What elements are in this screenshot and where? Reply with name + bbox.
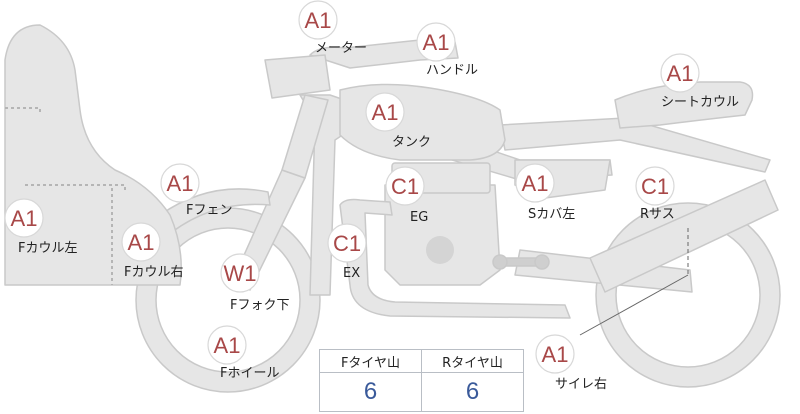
tank-label: タンク xyxy=(392,135,431,150)
f-cowl-left-badge-circle xyxy=(4,198,44,238)
r-suspension-grade: C1 xyxy=(641,174,669,199)
seat-cowl-label: シートカウル xyxy=(661,95,739,110)
exhaust-pipe xyxy=(339,198,571,319)
meter-label: メーター xyxy=(315,41,367,56)
meter-grade: A1 xyxy=(305,8,332,33)
f-cowl-left-label: Fカウル左 xyxy=(18,241,77,256)
r-suspension-label: Rサス xyxy=(640,207,675,222)
f-fender-grade-badge[interactable]: A1 xyxy=(160,163,200,203)
front-cowl-shape xyxy=(4,24,182,286)
seat-cowl-badge-circle xyxy=(660,53,700,93)
seat-cowl-grade: A1 xyxy=(667,61,694,86)
f-wheel-label: Fホイール xyxy=(220,366,279,381)
tank-grade: A1 xyxy=(372,100,399,125)
silencer-right-grade-badge[interactable]: A1 xyxy=(535,334,575,374)
tire-tread-table: Fタイヤ山 Rタイヤ山 6 6 xyxy=(319,349,524,412)
f-fork-lower-label: Fフォク下 xyxy=(230,298,289,313)
engine-label: EG xyxy=(410,210,428,225)
tank-grade-badge[interactable]: A1 xyxy=(365,92,405,132)
exhaust-grade-badge[interactable]: C1 xyxy=(327,223,367,263)
silencer-right-label: サイレ右 xyxy=(555,377,607,392)
handle-badge-circle xyxy=(416,22,456,62)
footpeg-end-right xyxy=(534,254,550,270)
r-suspension-grade-badge[interactable]: C1 xyxy=(635,166,675,206)
f-fender-label: Fフェン xyxy=(186,203,232,218)
exhaust-badge-circle xyxy=(327,223,367,263)
handle-label: ハンドル xyxy=(426,63,478,78)
f-fork-lower-grade: W1 xyxy=(224,261,257,286)
f-cowl-right-badge-circle xyxy=(121,222,161,262)
s-cover-left-badge-circle xyxy=(515,163,555,203)
tank-badge-circle xyxy=(365,92,405,132)
f-wheel-grade: A1 xyxy=(214,333,241,358)
engine-cover xyxy=(426,236,454,264)
seat-cowl-shape xyxy=(614,81,754,129)
f-fork-lower-badge-circle xyxy=(220,253,260,293)
silencer-leader xyxy=(579,274,689,336)
engine-grade: C1 xyxy=(391,174,419,199)
f-tire-tread-value: 6 xyxy=(319,372,422,412)
s-cover-left-grade-badge[interactable]: A1 xyxy=(515,163,555,203)
handle-grade-badge[interactable]: A1 xyxy=(416,22,456,62)
engine-grade-badge[interactable]: C1 xyxy=(385,166,425,206)
r-suspension-badge-circle xyxy=(635,166,675,206)
silencer-right-grade: A1 xyxy=(542,342,569,367)
front-fork-upper xyxy=(281,94,329,179)
seat-cowl-grade-badge[interactable]: A1 xyxy=(660,53,700,93)
f-wheel-grade-badge[interactable]: A1 xyxy=(207,325,247,365)
s-cover-left-label: Sカバ左 xyxy=(528,207,575,222)
front-wheel-hub xyxy=(155,227,301,373)
r-tire-tread-header: Rタイヤ山 xyxy=(421,349,524,373)
f-cowl-left-grade: A1 xyxy=(11,206,38,231)
engine-shape xyxy=(384,184,501,286)
engine-badge-circle xyxy=(385,166,425,206)
f-cowl-right-grade: A1 xyxy=(128,230,155,255)
footpeg-end-left xyxy=(492,254,508,270)
meter-shape xyxy=(264,54,331,99)
motorcycle-silhouette xyxy=(4,24,781,393)
cowl-panel-lines xyxy=(5,107,126,285)
meter-grade-badge[interactable]: A1 xyxy=(298,0,338,40)
meter-badge-circle xyxy=(298,0,338,40)
f-wheel-badge-circle xyxy=(207,325,247,365)
silencer-shape xyxy=(589,179,779,293)
silencer-right-badge-circle xyxy=(535,334,575,374)
s-cover-left-grade: A1 xyxy=(522,171,549,196)
exhaust-label: EX xyxy=(343,266,360,281)
f-cowl-right-grade-badge[interactable]: A1 xyxy=(121,222,161,262)
f-cowl-left-grade-badge[interactable]: A1 xyxy=(4,198,44,238)
f-fender-grade: A1 xyxy=(167,171,194,196)
f-tire-tread-header: Fタイヤ山 xyxy=(319,349,422,373)
f-fork-lower-grade-badge[interactable]: W1 xyxy=(220,253,260,293)
f-fender-badge-circle xyxy=(160,163,200,203)
r-tire-tread-value: 6 xyxy=(421,372,524,412)
exhaust-grade: C1 xyxy=(333,231,361,256)
handle-grade: A1 xyxy=(423,30,450,55)
cowl-line-top xyxy=(5,107,41,112)
f-cowl-right-label: Fカウル右 xyxy=(124,265,183,280)
